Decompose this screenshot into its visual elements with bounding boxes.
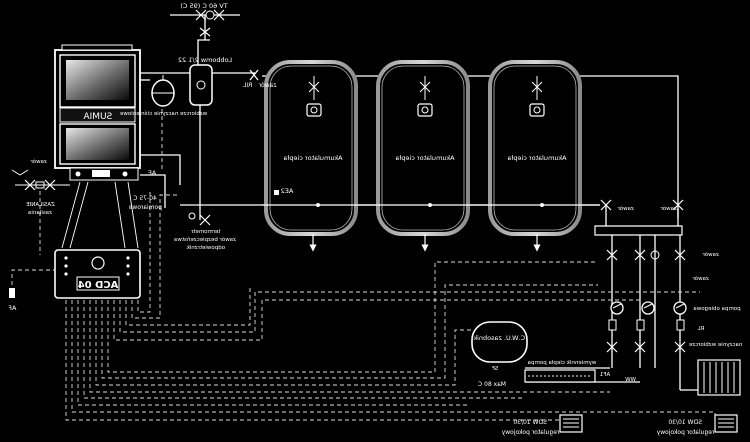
naczynie-label: wzbiorcze naczynie ciśnieniowe [119,110,207,117]
cwu-tank: C.W.U. zasobnik SF [471,321,528,372]
zawor-r3b-label: zawór [692,275,709,282]
control-cable [61,181,139,249]
pompa-label: pompa obiegowa [693,306,740,312]
tank-3: Akumulator ciepła [488,60,582,252]
af1-label: AF1 [600,372,610,378]
right-manifold: zawór zawór zawór zawór pompa obiegowa R… [600,199,742,396]
zawor-r2-label: zawór [660,205,677,212]
left-supply-valves: zawór ZASILANIE zasilania [11,158,70,216]
zasilanie-label-2: zasilania [28,210,52,216]
naczynie-r-label: naczynie wzbiorcze [688,342,742,348]
sdw-left-model: SDW 10/30 [513,419,547,426]
separator-label: Lobbomw 2/1 22 [178,56,232,64]
top-right-valve: RIL zawór [242,69,276,89]
sdw-right-label: regulator pokojowy [656,429,714,436]
zawor-r3-label: zawór [702,251,719,258]
boiler: SUMIA [54,44,141,181]
tank-2-label: Akumulator ciepła [396,154,455,162]
room-regulator-right: SDW 10/30 regulator pokojowy [656,414,738,436]
ae2-label: AE2 [281,187,294,195]
sf-label: SF [492,366,499,372]
ril-label: RIL [242,82,252,89]
radiator [697,359,741,396]
zawor-bezpieczenstwa: termometr zawór bezpieczeństwa odpowietr… [174,212,236,251]
room-regulator-left: SDW 10/30 regulator pokojowy [501,414,583,436]
expansion-vessel: wzbiorcze naczynie ciśnieniowe [119,75,207,117]
zawor-bezpieczenstwa-label: zawór bezpieczeństwa [174,236,236,243]
ww-label: WW [625,377,636,383]
sdw-right-model: SDW 10/30 [668,419,702,426]
rl-label: RL [697,326,705,332]
zasilanie-label-1: ZASILANIE [26,202,55,208]
boiler-window-upper [66,60,129,100]
tv-valve: TV 60 C (95 C) [180,2,229,37]
boiler-window-lower [66,128,129,160]
zawor-left-label: zawór [30,158,47,165]
tank-3-label: Akumulator ciepła [508,154,567,162]
controller-title: ACD 04 [78,280,119,291]
boiler-display: SUMIA [83,112,113,122]
tank-2: Akumulator ciepła [376,60,470,252]
termometr-label: termometr [190,229,220,235]
odpowietrznik-label: odpowietrznik [186,245,225,251]
tv-valve-label: TV 60 C (95 C) [180,2,228,10]
max80-label: Max 80 C [478,381,506,388]
ae-label: AE [148,169,157,177]
zawor-top-label: zawór [258,82,276,89]
wymiennik-label: wymiennik ciepła pompa [528,360,597,366]
pomiar-label-1: 40-75 C [133,195,157,202]
af-label: AF [8,304,16,312]
floor-heating-exchanger: wymiennik ciepła pompa AF1 WW Max 80 C [478,360,636,388]
controller-acd04: ACD 04 [54,249,141,299]
accumulator-tanks: Akumulator ciepła Akumulator ciepła Akum… [262,60,600,252]
pomiar-label-2: pomiarowe [128,204,162,211]
sdw-left-label: regulator pokojowy [501,429,559,436]
cwu-label: C.W.U. zasobnik [473,334,525,342]
hydraulic-separator: Lobbomw 2/1 22 [178,56,232,106]
zawor-r1-label: zawór [617,205,634,212]
tank-1-label: Akumulator ciepła [284,154,343,162]
tank-1: Akumulator ciepła [264,60,358,252]
outdoor-sensor-af: AF [8,288,16,312]
